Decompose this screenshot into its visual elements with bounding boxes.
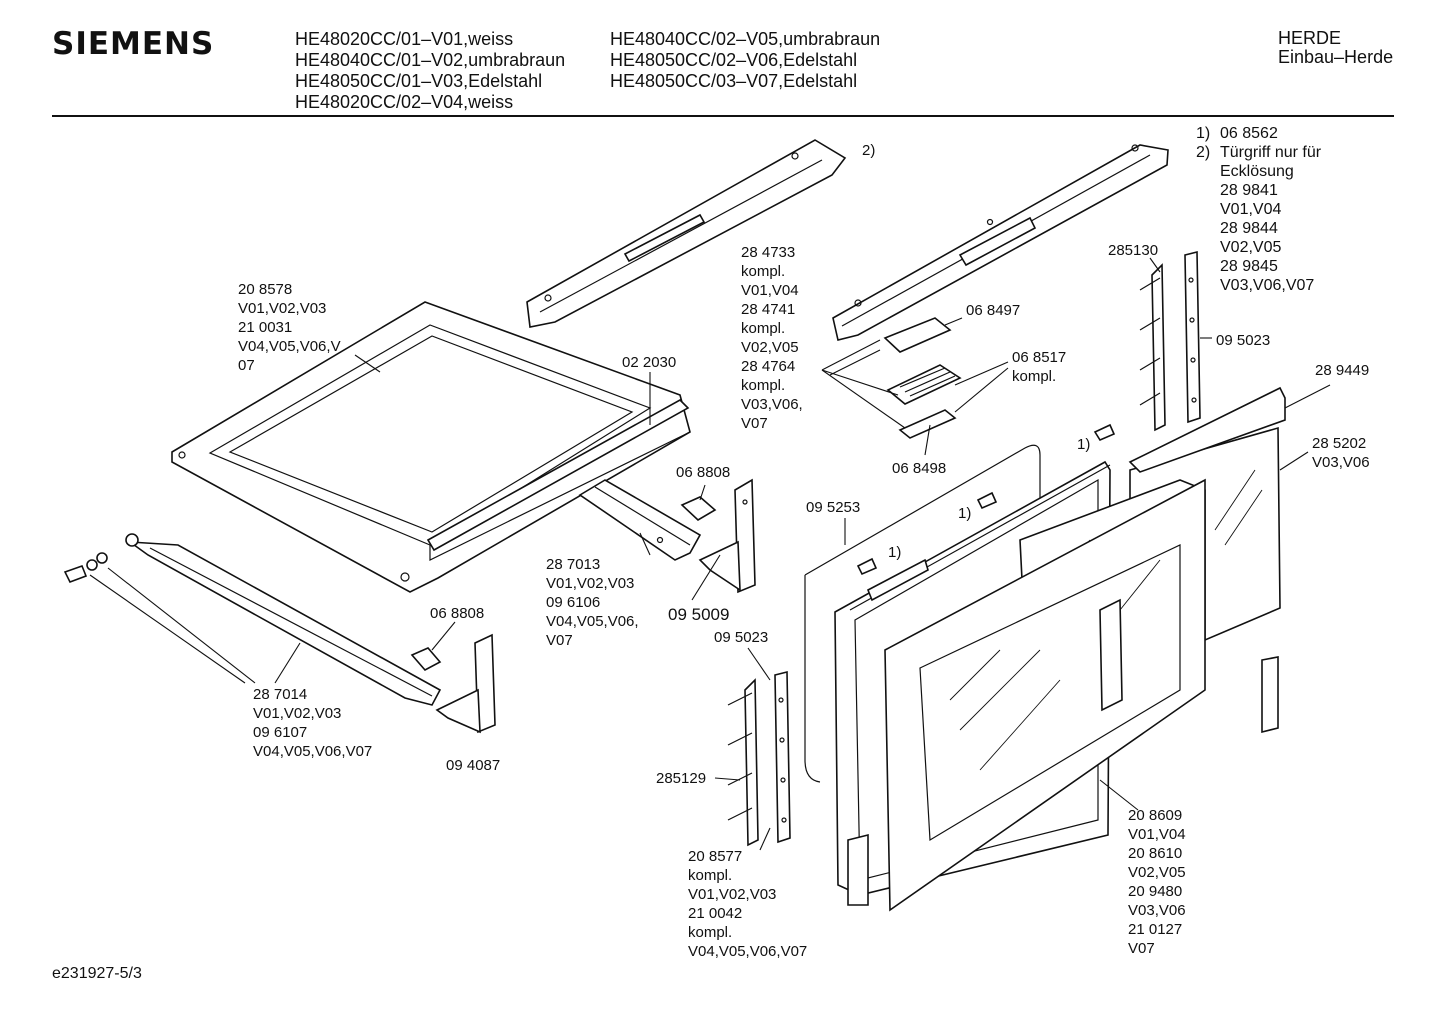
part-labels: 20 8578 V01,V02,V03 21 0031 V04,V05,V06,… [238, 142, 1370, 960]
label-068808-upper: 06 8808 [676, 464, 730, 481]
label-068497: 06 8497 [966, 302, 1020, 319]
hinge-lower [410, 633, 496, 734]
category-main: HERDE [1278, 28, 1342, 48]
label-289449: 28 9449 [1315, 362, 1369, 379]
label-208609: 20 8609 V01,V04 20 8610 V02,V05 20 9480 … [1128, 807, 1190, 957]
model-line: HE48020CC/01–V01,weiss [295, 29, 514, 49]
footnote-line: Ecklösung [1220, 163, 1294, 180]
footnote-key: 2) [1196, 144, 1211, 161]
label-095023-right: 09 5023 [1216, 332, 1270, 349]
model-line: HE48050CC/03–V07,Edelstahl [610, 71, 858, 91]
label-285129: 285129 [656, 770, 706, 787]
label-footnote-2: 2) [862, 142, 875, 159]
footnote-text: 06 8562 [1220, 125, 1278, 142]
outer-door-glass [884, 478, 1206, 912]
inner-glass-pane [171, 301, 691, 593]
document-id: e231927-5/3 [52, 965, 142, 982]
label-068498: 06 8498 [892, 460, 946, 477]
model-line: HE48050CC/02–V06,Edelstahl [610, 50, 858, 70]
model-list-left: HE48020CC/01–V01,weiss HE48040CC/01–V02,… [295, 29, 565, 113]
leader-lines [89, 257, 1331, 851]
category-sub: Einbau–Herde [1278, 47, 1394, 67]
category: HERDE Einbau–Herde [1278, 29, 1393, 67]
side-trim-piece [1261, 656, 1279, 734]
label-287014: 28 7014 V01,V02,V03 09 6107 V04,V05,V06,… [253, 686, 372, 760]
footnote-line: 28 9841 [1220, 182, 1278, 199]
door-rail-lower [125, 533, 442, 706]
footnote-2: 2) Türgriff nur für [1196, 143, 1321, 162]
clip-parts [883, 317, 962, 439]
footnote-text: Türgriff nur für [1220, 144, 1322, 161]
label-095023-left: 09 5023 [714, 629, 768, 646]
door-handle-top-left [526, 139, 847, 328]
hinge-strip-right [1139, 250, 1201, 432]
brand-logo: SIEMENS [52, 26, 215, 62]
label-068517: 06 8517 kompl. [1012, 349, 1070, 385]
label-footnote-1c: 1) [888, 544, 901, 561]
hinge-upper [680, 478, 756, 594]
label-095253: 09 5253 [806, 499, 860, 516]
model-line: HE48020CC/02–V04,weiss [295, 92, 514, 112]
model-line: HE48050CC/01–V03,Edelstahl [295, 71, 543, 91]
door-rail-upper [578, 479, 702, 561]
label-094087: 09 4087 [446, 757, 500, 774]
model-line: HE48040CC/01–V02,umbrabraun [295, 50, 566, 70]
label-068808-lower: 06 8808 [430, 605, 484, 622]
footnote-line: 28 9845 [1220, 258, 1278, 275]
footnote-line: V01,V04 [1220, 201, 1282, 218]
label-285130: 285130 [1108, 242, 1158, 259]
top-strip [1128, 386, 1286, 473]
model-list-right: HE48040CC/02–V05,umbrabraun HE48050CC/02… [610, 29, 880, 92]
footnote-key: 1) [1196, 125, 1211, 142]
door-seal [804, 444, 1041, 783]
model-line: HE48040CC/02–V05,umbrabraun [610, 29, 881, 49]
footnote-line: V02,V05 [1220, 239, 1282, 256]
label-208577: 20 8577 kompl. V01,V02,V03 21 0042 kompl… [688, 848, 807, 960]
label-284733: 28 4733 kompl. V01,V04 28 4741 kompl. V0… [741, 244, 807, 432]
footnote-line: V03,V06,V07 [1220, 277, 1315, 294]
small-brackets [856, 423, 1116, 576]
label-285202: 28 5202 V03,V06 [1312, 435, 1370, 471]
label-287013: 28 7013 V01,V02,V03 09 6106 V04,V05,V06,… [546, 556, 643, 649]
door-handle-top-right [832, 144, 1169, 341]
screw-washer-set [63, 552, 108, 584]
footnotes: 1) 06 8562 2) Türgriff nur für Ecklösung… [1196, 124, 1321, 295]
label-095009: 09 5009 [668, 605, 729, 624]
label-footnote-1b: 1) [958, 505, 971, 522]
label-208578: 20 8578 V01,V02,V03 21 0031 V04,V05,V06,… [238, 281, 345, 374]
footnote-1: 1) 06 8562 [1196, 124, 1321, 143]
hinge-strip-left [727, 670, 791, 847]
footnote-line: 28 9844 [1220, 220, 1278, 237]
label-022030: 02 2030 [622, 354, 676, 371]
label-footnote-1a: 1) [1077, 436, 1090, 453]
header-divider [52, 115, 1394, 117]
